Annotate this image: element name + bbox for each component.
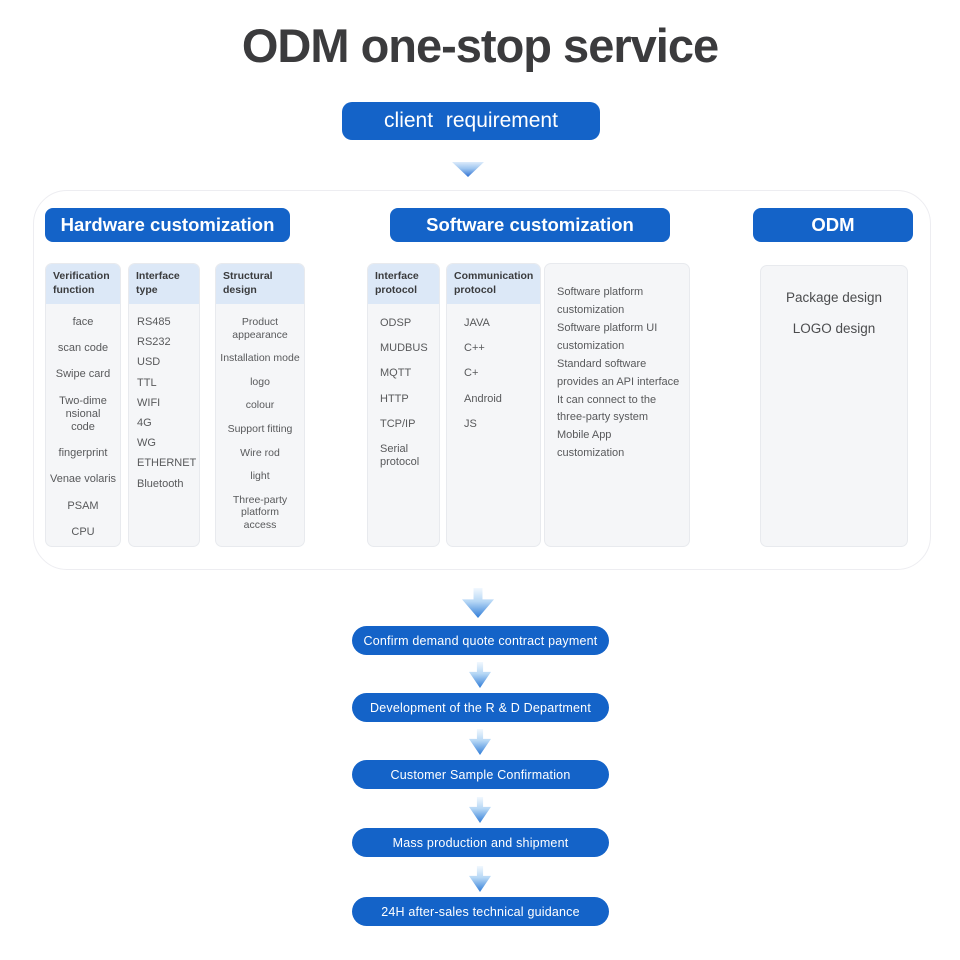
list-item: Installation mode <box>220 352 300 365</box>
section-header-odm: ODM <box>753 208 913 242</box>
list-item: MQTT <box>380 367 412 380</box>
list-item: C++ <box>464 342 485 355</box>
list-item: 4G <box>137 416 152 429</box>
list-item: Software platform UI customization <box>557 321 658 352</box>
list-item: C+ <box>464 367 479 380</box>
card-header: Verification function <box>46 264 120 304</box>
list-item: MUDBUS <box>380 342 428 355</box>
list-item: JAVA <box>464 317 490 329</box>
list-item: Three-party platform access <box>232 493 288 531</box>
card-interface-protocol: Interface protocol ODSP MUDBUS MQTT HTTP TCP… <box>367 263 440 547</box>
list-item: colour <box>245 399 275 412</box>
down-arrow-icon <box>462 588 494 618</box>
down-arrow-icon <box>469 662 491 688</box>
down-arrow-icon <box>469 729 491 755</box>
process-step-3-label: Customer Sample Confirmation <box>390 767 571 782</box>
process-step-5: 24H after-sales technical guidance <box>352 897 609 926</box>
list-item: Support fitting <box>227 422 293 435</box>
list-item: HTTP <box>380 392 409 405</box>
list-item: It can connect to the three-party system <box>557 393 657 424</box>
process-step-1: Confirm demand quote contract payment <box>352 626 609 655</box>
list-item: light <box>250 470 270 483</box>
list-item: Package design <box>785 290 883 305</box>
list-item: USD <box>137 356 161 369</box>
list-item: Wire rod <box>240 446 280 459</box>
section-header-software: Software customization <box>390 208 670 242</box>
list-item: ODSP <box>380 317 412 329</box>
card-header: Interface type <box>129 264 199 304</box>
process-step-4: Mass production and shipment <box>352 828 609 857</box>
process-step-1-label: Confirm demand quote contract payment <box>363 633 598 648</box>
list-item: Venae volaris <box>49 473 117 486</box>
down-arrow-icon <box>469 797 491 823</box>
list-item: Serial protocol <box>380 442 420 469</box>
card-header: Communication protocol <box>447 264 540 304</box>
page-title: ODM one-stop service <box>241 19 719 72</box>
list-item: RS485 <box>137 316 171 328</box>
section-header-hardware: Hardware customization <box>45 208 290 242</box>
client-requirement-label: client requirement <box>384 109 558 132</box>
list-item: PSAM <box>67 499 99 512</box>
list-item: CPU <box>71 525 95 538</box>
list-item: RS232 <box>137 336 171 349</box>
list-item: Bluetooth <box>137 477 184 490</box>
down-arrow-icon <box>469 866 491 892</box>
card-header: Structural design <box>216 264 304 304</box>
process-step-3: Customer Sample Confirmation <box>352 760 609 789</box>
list-item: Mobile App customization <box>557 429 625 460</box>
list-item: WIFI <box>137 396 161 409</box>
section-header-odm-label: ODM <box>811 214 855 235</box>
section-header-hardware-label: Hardware customization <box>60 214 275 235</box>
card-header: Interface protocol <box>368 264 439 304</box>
process-step-2: Development of the R & D Department <box>352 693 609 722</box>
list-item: face <box>72 316 94 328</box>
list-item: Two-dime nsional code <box>59 394 107 433</box>
list-item: fingerprint <box>58 447 108 460</box>
down-arrow-icon <box>452 162 484 177</box>
list-item: logo <box>250 375 270 388</box>
list-item: Swipe card <box>55 368 111 381</box>
process-step-4-label: Mass production and shipment <box>392 835 569 850</box>
list-item: Standard software provides an API interf… <box>557 357 680 388</box>
list-item: Android <box>464 392 502 405</box>
list-item: JS <box>464 417 477 430</box>
list-item: TTL <box>137 376 157 389</box>
list-item: TCP/IP <box>380 417 416 430</box>
list-item: Product appearance <box>232 316 288 341</box>
list-item: scan code <box>57 342 109 355</box>
process-step-5-label: 24H after-sales technical guidance <box>381 904 580 919</box>
section-header-software-label: Software customization <box>426 214 634 235</box>
list-item: ETHERNET <box>137 457 197 470</box>
client-requirement-pill: client requirement <box>342 102 600 140</box>
card-item-list: ODSP MUDBUS MQTT HTTP TCP/IP Serial protocol <box>368 304 439 469</box>
list-item: LOGO design <box>792 321 876 337</box>
list-item: WG <box>137 437 156 450</box>
list-item: Software platform customization <box>557 286 644 316</box>
process-step-2-label: Development of the R & D Department <box>370 700 591 715</box>
